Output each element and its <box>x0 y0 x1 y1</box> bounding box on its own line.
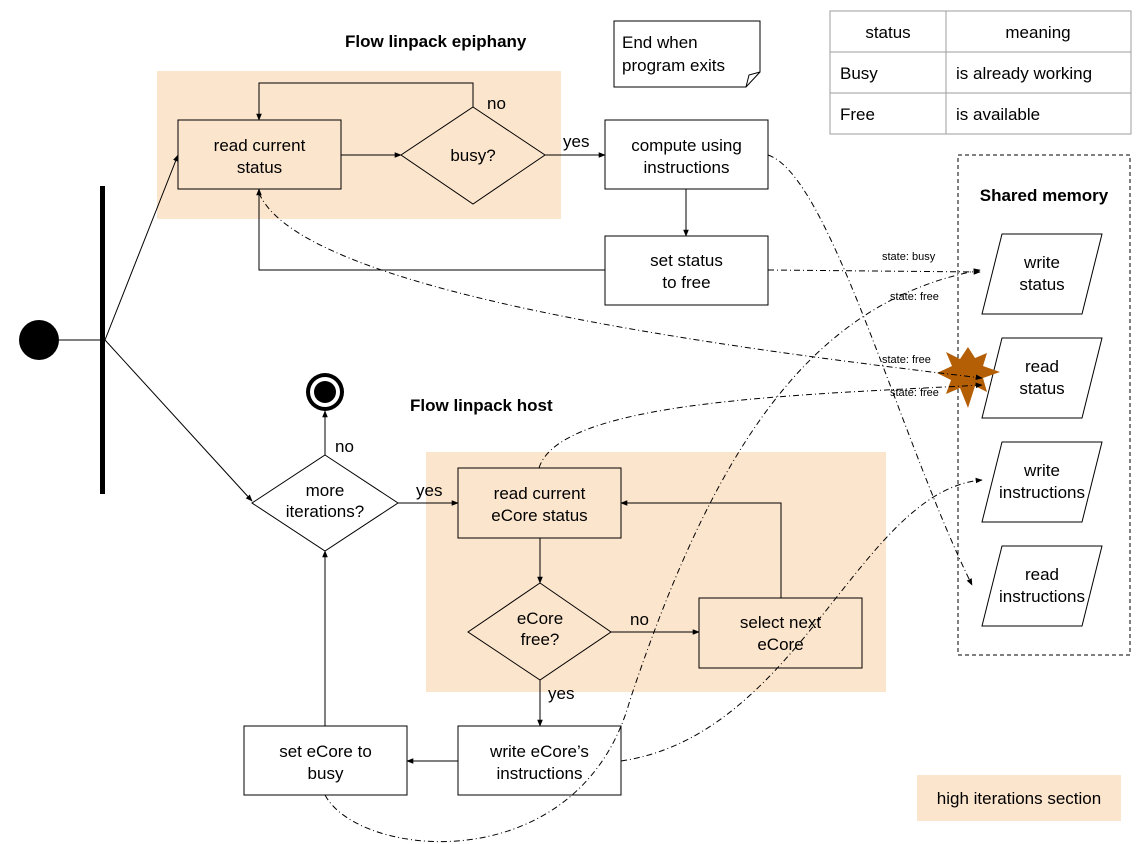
svg-text:busy?: busy? <box>450 146 495 165</box>
svg-text:read: read <box>1025 357 1059 376</box>
flow-compute-read-instructions <box>767 154 973 586</box>
sm-read-instructions: read instructions <box>981 545 1103 627</box>
flow-write-instructions <box>620 477 983 762</box>
svg-text:eCore status: eCore status <box>491 506 587 525</box>
table-header-status: status <box>865 23 910 42</box>
label-busy-yes: yes <box>563 132 589 151</box>
svg-text:write eCore’s: write eCore’s <box>489 742 589 761</box>
flow-set-busy-write-status <box>324 268 981 843</box>
svg-text:write: write <box>1023 253 1060 272</box>
legend-label: high iterations section <box>937 789 1101 808</box>
control-flow-edges <box>59 82 782 764</box>
svg-text:read: read <box>1025 565 1059 584</box>
edge-select-next-loop <box>620 500 782 598</box>
svg-text:instructions: instructions <box>999 483 1085 502</box>
edge-busy-no-loop <box>256 82 474 121</box>
conflict-burst-icon <box>937 347 1000 408</box>
sm-read-status: read status <box>981 337 1103 419</box>
state-label-free-read-1: state: free <box>882 354 931 366</box>
table-cell-free: Free <box>840 105 875 124</box>
svg-text:set status: set status <box>650 251 723 270</box>
note-line-2: program exits <box>622 56 725 75</box>
node-select-next-ecore: select next eCore <box>698 597 863 669</box>
host-flow-title: Flow linpack host <box>410 396 553 415</box>
shared-memory-title: Shared memory <box>980 186 1109 205</box>
decision-more-iterations: more iterations? <box>251 454 399 552</box>
svg-text:read current: read current <box>494 484 586 503</box>
svg-text:select next: select next <box>740 613 822 632</box>
node-write-ecore-instructions: write eCore’s instructions <box>457 725 622 796</box>
data-flow-edges <box>258 154 983 843</box>
label-free-no: no <box>630 610 649 629</box>
initial-node <box>19 320 59 360</box>
sm-write-status: write status <box>981 233 1103 315</box>
epiphany-flow-title: Flow linpack epiphany <box>345 32 527 51</box>
edge-fork-to-read-status <box>104 154 179 341</box>
state-label-busy: state: busy <box>882 251 936 263</box>
node-read-current-status: read current status <box>177 119 342 190</box>
end-note: End when program exits <box>613 20 761 88</box>
node-set-ecore-to-busy: set eCore to busy <box>243 725 408 796</box>
svg-text:status: status <box>1019 275 1064 294</box>
svg-text:set eCore to: set eCore to <box>279 742 372 761</box>
final-node <box>306 373 344 411</box>
svg-text:more: more <box>306 481 345 500</box>
state-label-free-write: state: free <box>890 291 939 303</box>
note-line-1: End when <box>622 33 698 52</box>
shared-memory-frame <box>957 154 1131 656</box>
decision-busy: busy? <box>400 106 546 205</box>
node-set-status-to-free: set status to free <box>604 235 769 306</box>
flow-set-free-write-status <box>767 269 981 275</box>
sm-write-instructions: write instructions <box>981 441 1103 523</box>
svg-text:instructions: instructions <box>497 764 583 783</box>
status-table: status meaning Busy is already working F… <box>829 10 1132 135</box>
svg-text:status: status <box>237 158 282 177</box>
flow-read-status-read-status <box>258 192 983 381</box>
svg-text:instructions: instructions <box>644 158 730 177</box>
label-more-no: no <box>335 437 354 456</box>
node-compute-using-instructions: compute using instructions <box>604 119 769 190</box>
table-cell-busy-meaning: is already working <box>956 64 1092 83</box>
label-free-yes: yes <box>548 684 574 703</box>
svg-text:write: write <box>1023 461 1060 480</box>
svg-text:iterations?: iterations? <box>286 502 364 521</box>
svg-text:compute using: compute using <box>631 136 742 155</box>
node-read-current-ecore-status: read current eCore status <box>457 467 622 539</box>
edge-set-free-loop <box>256 188 605 271</box>
svg-text:free?: free? <box>521 630 560 649</box>
svg-text:read current: read current <box>214 136 306 155</box>
edge-fork-to-more-iterations <box>104 339 253 502</box>
svg-text:instructions: instructions <box>999 587 1085 606</box>
svg-text:status: status <box>1019 379 1064 398</box>
fork-bar <box>100 186 105 494</box>
label-more-yes: yes <box>416 481 442 500</box>
svg-text:eCore: eCore <box>517 609 563 628</box>
svg-text:busy: busy <box>308 764 344 783</box>
svg-text:to free: to free <box>662 273 710 292</box>
label-busy-no: no <box>487 94 506 113</box>
table-cell-busy: Busy <box>840 64 878 83</box>
table-cell-free-meaning: is available <box>956 105 1040 124</box>
svg-text:eCore: eCore <box>757 635 803 654</box>
table-header-meaning: meaning <box>1005 23 1070 42</box>
legend-high-iterations: high iterations section <box>917 775 1121 821</box>
state-label-free-read-2: state: free <box>890 387 939 399</box>
